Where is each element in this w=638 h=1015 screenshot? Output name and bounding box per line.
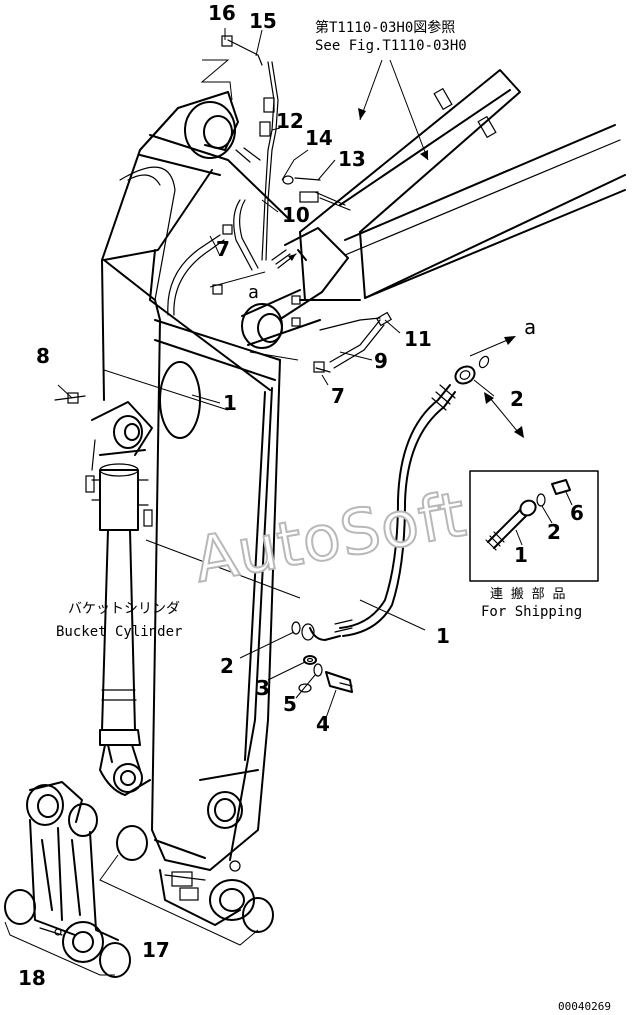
callout-16: 16 bbox=[208, 1, 236, 25]
callout-10: 10 bbox=[282, 203, 310, 227]
view-marker-a: a bbox=[524, 315, 536, 339]
callout-17: 17 bbox=[142, 938, 170, 962]
small-hoses bbox=[54, 35, 393, 404]
callout-5: 5 bbox=[283, 692, 297, 716]
leader-lines bbox=[57, 28, 524, 719]
callout-18: 18 bbox=[18, 966, 46, 990]
callout-2-box: 2 bbox=[547, 520, 561, 544]
callout-1-arm: 1 bbox=[223, 391, 237, 415]
bucket-cylinder bbox=[85, 401, 153, 796]
callout-1-hose: 1 bbox=[436, 624, 450, 648]
arm bbox=[101, 91, 291, 926]
callout-12: 12 bbox=[276, 109, 304, 133]
callout-11: 11 bbox=[404, 327, 432, 351]
callout-4: 4 bbox=[316, 712, 330, 736]
loose-fittings bbox=[291, 621, 353, 693]
shipping-label-en: For Shipping bbox=[481, 604, 582, 620]
callout-15: 15 bbox=[249, 9, 277, 33]
drawing-number: 00040269 bbox=[558, 1000, 611, 1013]
callout-9: 9 bbox=[374, 349, 388, 373]
callout-7-lower: 7 bbox=[331, 384, 345, 408]
boom bbox=[299, 69, 626, 301]
reference-note-jp: 第T1110-03H0図参照 bbox=[315, 19, 455, 36]
boom-arm-bracket bbox=[241, 227, 381, 349]
shipping-label-jp: 連 搬 部 品 bbox=[490, 587, 565, 602]
callout-8: 8 bbox=[36, 344, 50, 368]
callout-2-upper: 2 bbox=[510, 387, 524, 411]
callout-13: 13 bbox=[338, 147, 366, 171]
hose-assembly bbox=[301, 355, 490, 641]
view-marker-a-on-bracket: a bbox=[248, 282, 259, 303]
callout-2-lower: 2 bbox=[220, 654, 234, 678]
for-shipping-box bbox=[469, 470, 599, 582]
pin-bushings bbox=[4, 825, 274, 978]
bucket-link bbox=[26, 781, 119, 963]
bucket-cylinder-label-jp: バケットシリンダ bbox=[68, 601, 180, 617]
callout-1-box: 1 bbox=[514, 543, 528, 567]
bucket-cylinder-label-en: Bucket Cylinder bbox=[56, 624, 182, 640]
reference-note-en: See Fig.T1110-03H0 bbox=[315, 38, 467, 54]
callout-7-upper: 7 bbox=[216, 237, 230, 261]
callout-14: 14 bbox=[305, 126, 333, 150]
callout-6: 6 bbox=[570, 501, 584, 525]
watermark: AutoSoft bbox=[189, 477, 472, 597]
callout-3: 3 bbox=[256, 676, 270, 700]
